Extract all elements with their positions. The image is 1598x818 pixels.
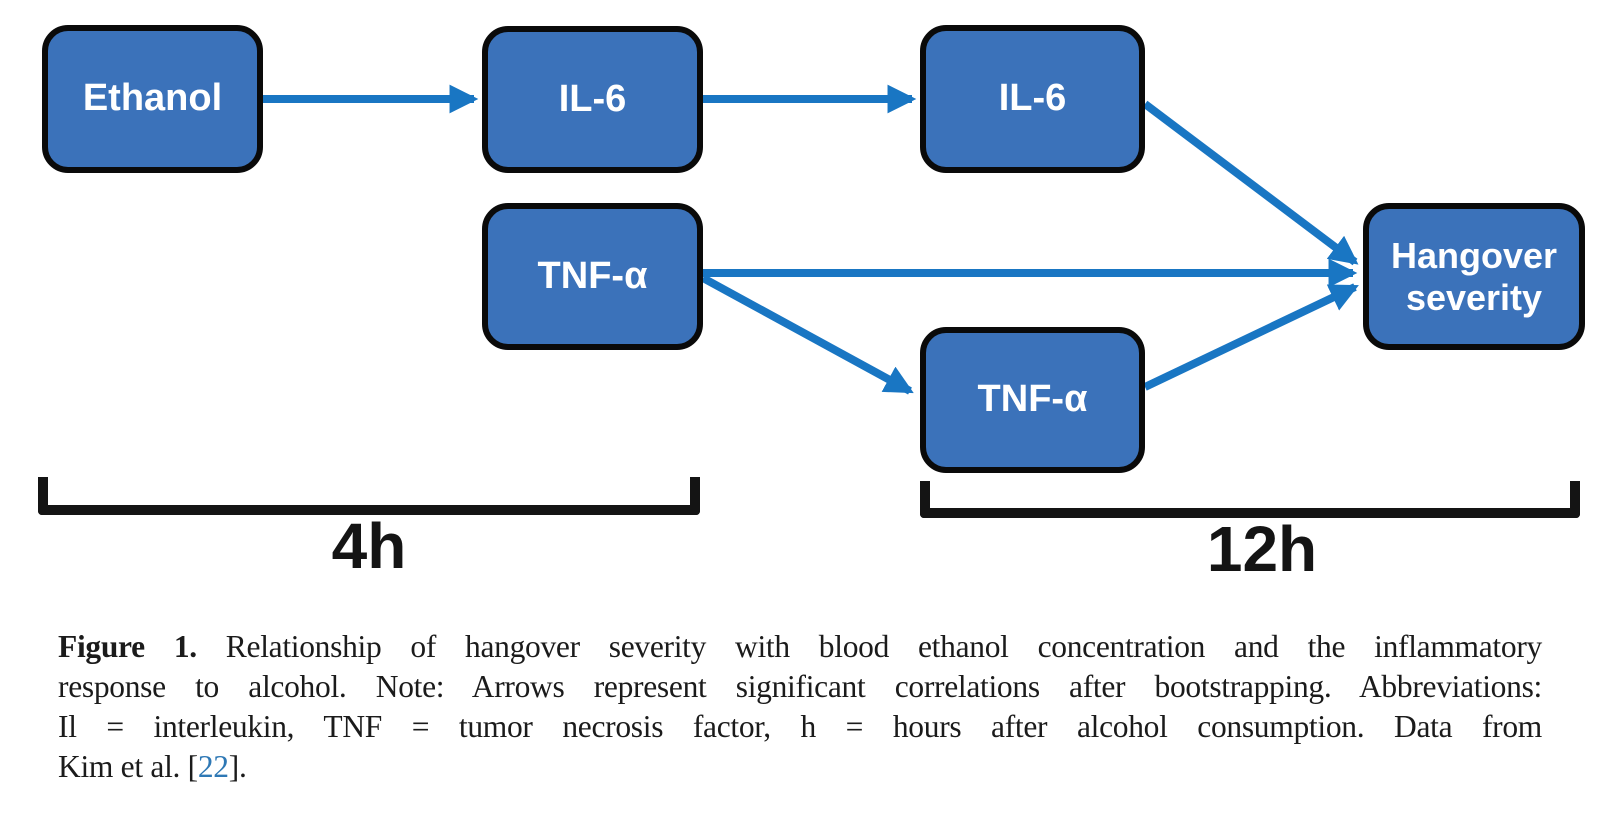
arrow-il6-12h-to-hangover — [1142, 100, 1359, 266]
node-hangover-severity: Hangover severity — [1363, 203, 1585, 350]
arrow-tnf-12h-to-hangover — [1143, 283, 1359, 391]
figure-caption: Figure 1. Relationship of hangover sever… — [58, 627, 1542, 787]
node-il6-12h: IL-6 — [920, 25, 1145, 173]
caption-line-4-suffix: ]. — [228, 749, 247, 784]
arrow-tnf-4h-to-tnf-12h — [701, 274, 914, 395]
caption-line-1: Figure 1. Relationship of hangover sever… — [58, 627, 1542, 667]
caption-line-3: Il = interleukin, TNF = tumor necrosis f… — [58, 709, 1542, 744]
caption-line-4-prefix: Kim et al. [ — [58, 749, 198, 784]
timeline-bracket-4h — [38, 477, 700, 515]
node-ethanol: Ethanol — [42, 25, 263, 173]
timeline-label-4h: 4h — [331, 510, 407, 582]
caption-line-1-text: Relationship of hangover severity with b… — [196, 629, 1542, 664]
node-tnf-12h: TNF-α — [920, 327, 1145, 473]
timeline-label-12h: 12h — [1206, 513, 1318, 585]
node-il6-4h: IL-6 — [482, 26, 703, 173]
caption-line-4: Kim et al. [22]. — [58, 747, 1542, 787]
arrows-layer — [263, 84, 1359, 395]
figure-number-label: Figure 1. — [58, 629, 197, 664]
node-tnf-4h: TNF-α — [482, 203, 703, 350]
caption-line-2: response to alcohol. Note: Arrows repres… — [58, 669, 1542, 704]
citation-link-22[interactable]: 22 — [197, 749, 229, 784]
timeline-bracket-12h — [920, 481, 1580, 518]
